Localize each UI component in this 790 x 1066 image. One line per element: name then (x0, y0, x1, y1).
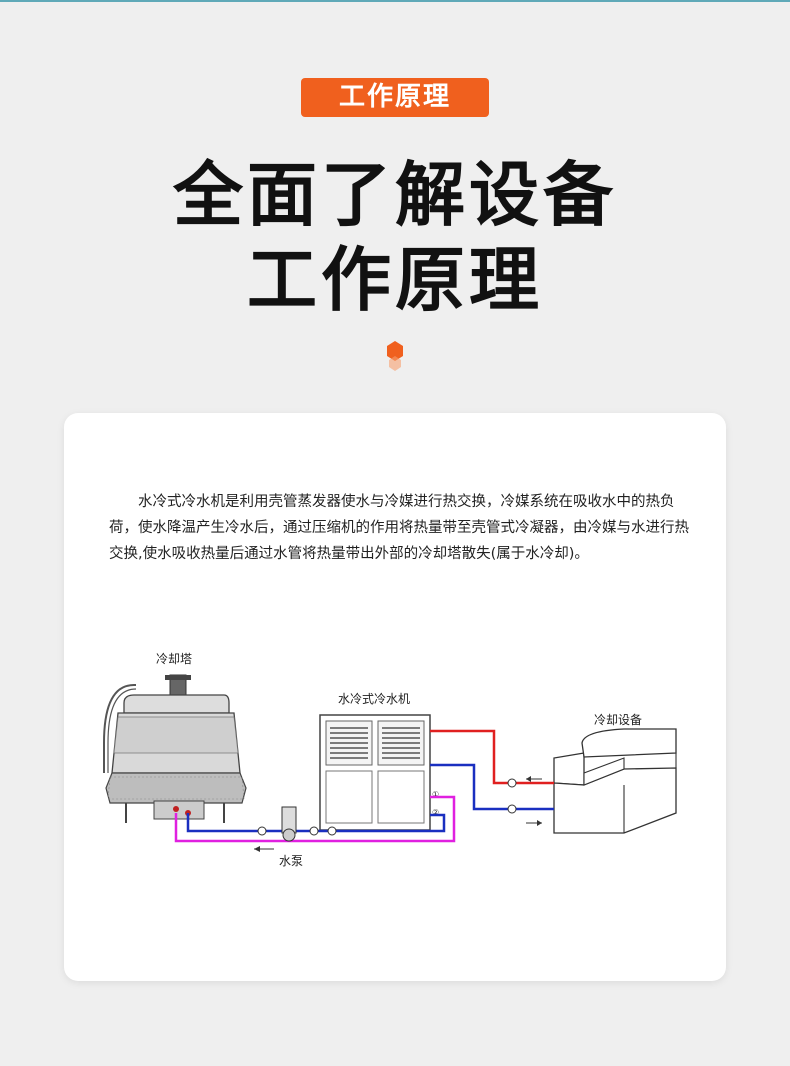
water-chiller: 水冷式冷水机 ① ② (319, 692, 439, 831)
cooling-equipment-label: 冷却设备 (594, 713, 642, 727)
working-principle-diagram: 冷却塔 水冷式冷水机 ① ② (103, 652, 677, 868)
chiller-label: 水冷式冷水机 (338, 692, 410, 706)
headline-line-1: 全面了解设备 (173, 154, 617, 236)
cooling-water-pipes: 水泵 (174, 795, 456, 868)
port-1-label: ① (432, 790, 439, 799)
headline-line-2: 工作原理 (247, 239, 543, 321)
port-2-label: ② (432, 808, 439, 817)
pump-label: 水泵 (279, 854, 303, 868)
description-text: 水冷式冷水机是利用壳管蒸发器使水与冷媒进行热交换，冷媒系统在吸收水中的热负荷，使… (109, 494, 689, 562)
chilled-water-pipes (430, 729, 554, 826)
cooling-equipment: 冷却设备 (553, 713, 677, 834)
section-badge: 工作原理 (301, 78, 489, 117)
cooling-tower-label: 冷却塔 (156, 652, 192, 666)
hexagon-icon (387, 341, 403, 371)
top-accent-line (0, 0, 790, 2)
info-card: 水冷式冷水机是利用壳管蒸发器使水与冷媒进行热交换，冷媒系统在吸收水中的热负荷，使… (64, 413, 726, 981)
cooling-tower: 冷却塔 (103, 652, 247, 823)
